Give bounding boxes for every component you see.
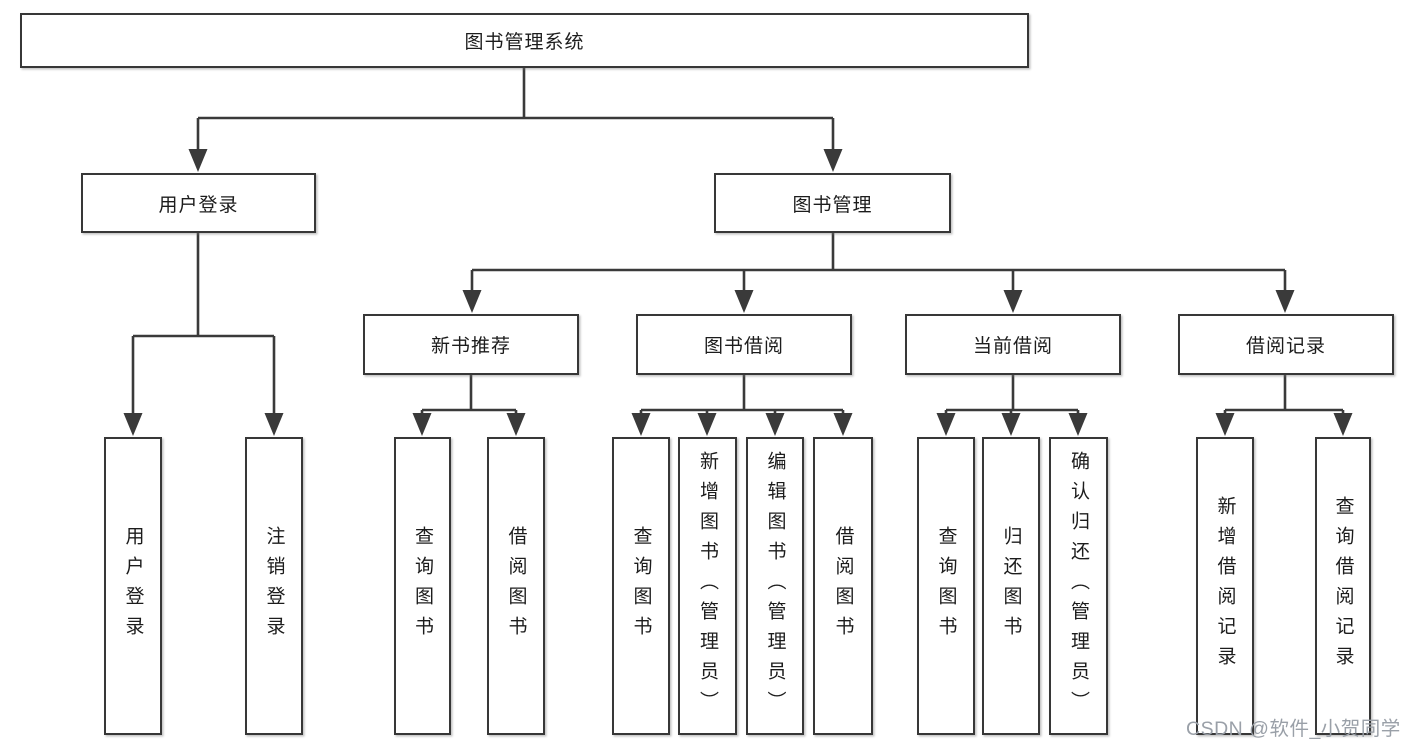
node-book-borrow: 图书借阅: [636, 314, 852, 375]
node-current-borrow-label: 当前借阅: [972, 336, 1053, 357]
leaf-borrow-add-book-admin: 新增图书（管理员）: [678, 437, 737, 735]
node-root: 图书管理系统: [20, 13, 1029, 68]
leaf-record-query: 查询借阅记录: [1315, 437, 1371, 735]
node-user-login-label: 用户登录: [158, 194, 239, 216]
leaf-recommend-query-book: 查询图书: [394, 437, 451, 735]
leaf-current-query-book: 查询图书: [917, 437, 975, 735]
node-borrow-record-label: 借阅记录: [1245, 336, 1326, 357]
leaf-user-login: 用户登录: [104, 437, 162, 735]
node-new-book-recommend: 新书推荐: [363, 314, 579, 375]
node-root-label: 图书管理系统: [464, 32, 585, 53]
leaf-borrow-borrow-book: 借阅图书: [813, 437, 873, 735]
node-new-book-recommend-label: 新书推荐: [430, 336, 511, 357]
node-book-borrow-label: 图书借阅: [703, 336, 784, 357]
leaf-logout: 注销登录: [245, 437, 303, 735]
leaf-borrow-edit-book-admin: 编辑图书（管理员）: [746, 437, 804, 735]
watermark: CSDN @软件_小贺同学: [1186, 718, 1401, 740]
arrowheads: [123, 149, 1353, 436]
leaf-current-return-book: 归还图书: [982, 437, 1040, 735]
node-book-management: 图书管理: [714, 173, 951, 233]
node-book-management-label: 图书管理: [792, 194, 873, 216]
leaf-record-add: 新增借阅记录: [1196, 437, 1254, 735]
node-current-borrow: 当前借阅: [905, 314, 1121, 375]
node-borrow-record: 借阅记录: [1178, 314, 1394, 375]
leaf-current-confirm-return-admin: 确认归还（管理员）: [1049, 437, 1108, 735]
leaf-recommend-borrow-book: 借阅图书: [487, 437, 545, 735]
node-user-login: 用户登录: [81, 173, 316, 233]
leaf-borrow-query-book: 查询图书: [612, 437, 670, 735]
